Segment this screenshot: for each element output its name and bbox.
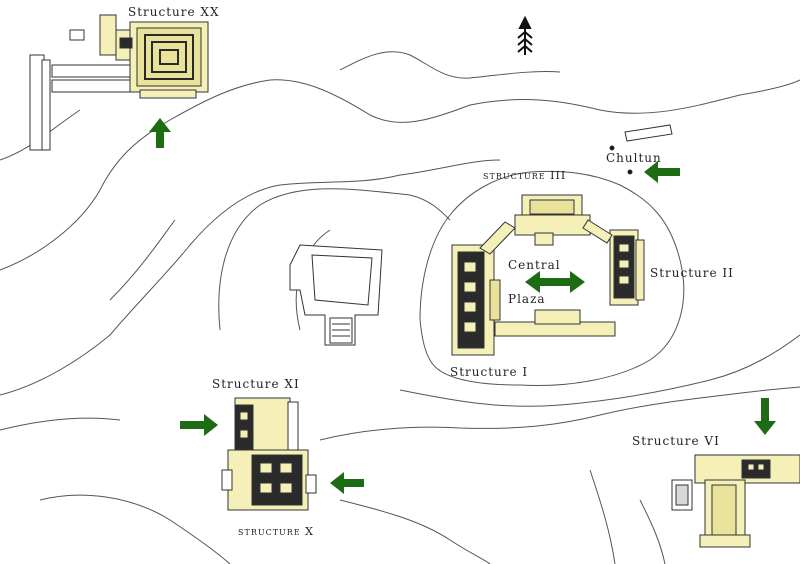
arrow-up-icon <box>149 118 171 148</box>
chultun-feature <box>609 124 673 175</box>
structure-xx-building <box>29 14 209 151</box>
north-arrow-icon <box>517 15 533 55</box>
label-chultun: Chultun <box>606 151 662 165</box>
label-structure-i: Structure I <box>450 365 529 379</box>
label-central: Central <box>508 258 561 272</box>
label-structure-ii: Structure II <box>650 266 734 280</box>
label-structure-x: structure X <box>238 525 314 538</box>
arrow-right-icon <box>180 414 218 436</box>
arrow-left-icon <box>644 161 680 183</box>
central-structure <box>289 244 383 346</box>
structure-i-building <box>451 244 501 356</box>
plaza-walls <box>479 219 616 337</box>
arrow-down-icon <box>754 398 776 435</box>
label-plaza: Plaza <box>508 292 546 306</box>
contour-lines <box>0 51 800 564</box>
structure-iii-building <box>514 194 591 246</box>
label-structure-vi: Structure VI <box>632 434 720 448</box>
structure-xi-building <box>234 397 299 454</box>
label-structure-iii: structure III <box>483 169 567 182</box>
structure-x-building <box>221 449 317 511</box>
label-structure-xx: Structure XX <box>128 5 220 19</box>
structure-vi-building <box>671 454 800 548</box>
arrow-left-icon <box>330 472 364 494</box>
label-structure-xi: Structure XI <box>212 377 300 391</box>
double-arrow-icon <box>525 271 585 293</box>
structure-ii-building <box>609 229 645 306</box>
